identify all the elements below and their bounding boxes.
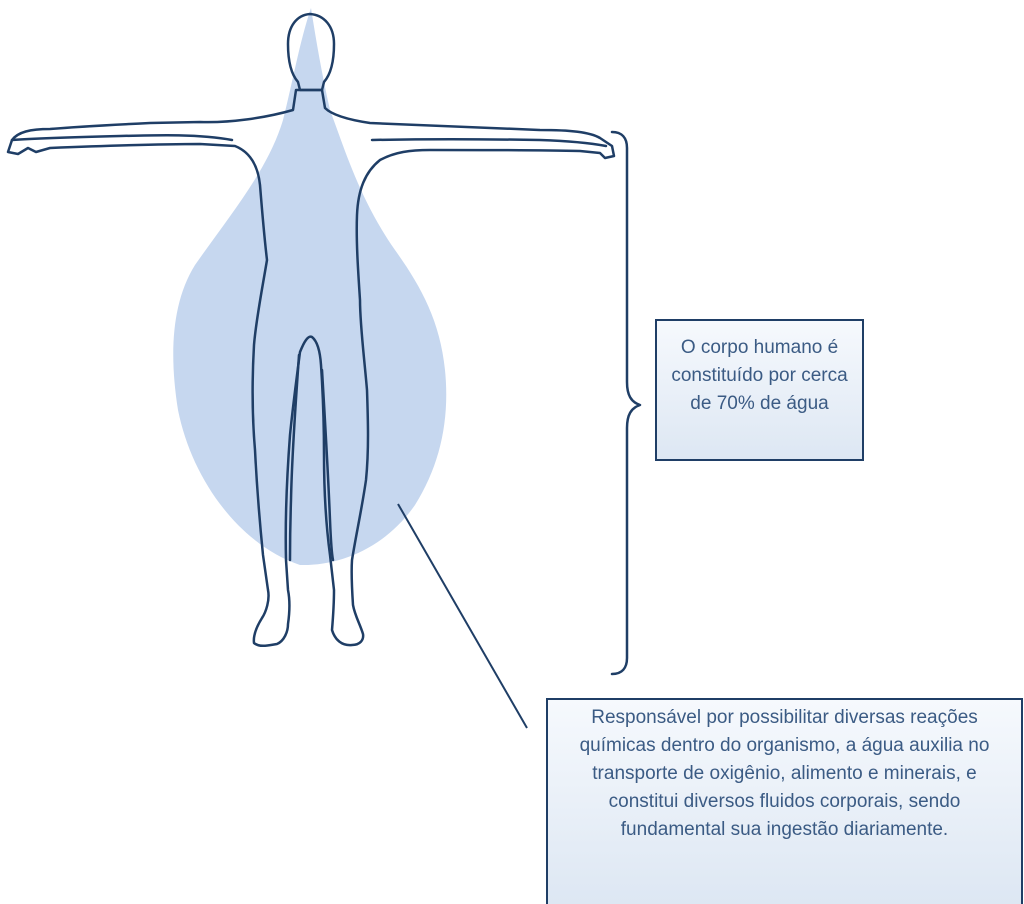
left-arm-inner-outline xyxy=(12,135,232,140)
callout-body-water-percentage-text: O corpo humano é constituído por cerca d… xyxy=(669,334,850,418)
callout-water-functions: Responsável por possibilitar diversas re… xyxy=(546,698,1023,904)
curly-bracket xyxy=(612,132,640,674)
right-arm-inner-outline xyxy=(372,139,606,146)
connector-line xyxy=(398,504,527,728)
callout-water-functions-text: Responsável por possibilitar diversas re… xyxy=(562,704,1007,844)
callout-body-water-percentage: O corpo humano é constituído por cerca d… xyxy=(655,319,864,461)
water-droplet-shape xyxy=(173,8,446,565)
